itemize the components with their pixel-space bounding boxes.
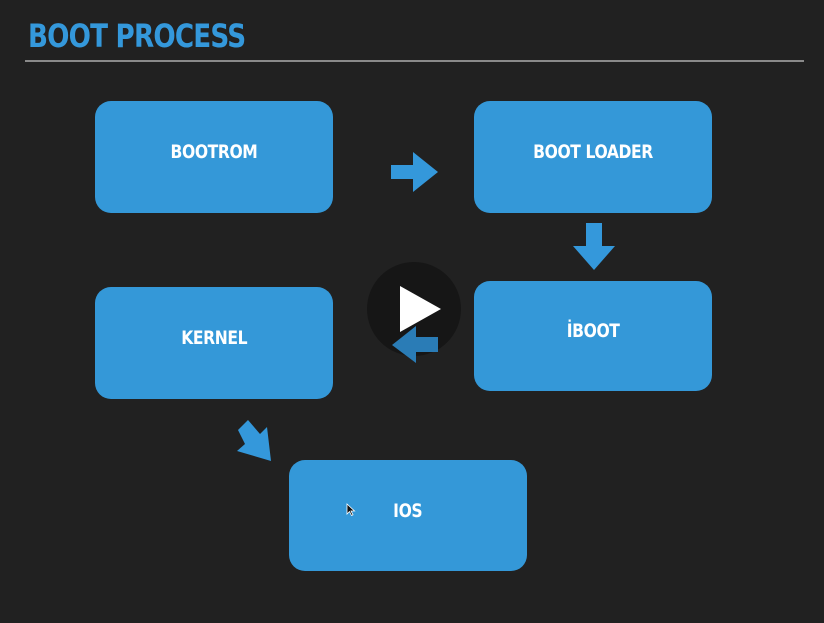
step-label-iboot: İBOOT bbox=[566, 320, 620, 342]
play-icon bbox=[400, 286, 441, 332]
arrow-down-icon bbox=[573, 223, 615, 270]
step-label-ios: IOS bbox=[393, 499, 423, 522]
step-box-kernel: KERNEL bbox=[95, 287, 333, 399]
title-divider bbox=[25, 60, 804, 62]
arrow-down-right-icon bbox=[237, 420, 271, 461]
step-label-kernel: KERNEL bbox=[181, 327, 247, 349]
step-box-ios: IOS bbox=[289, 460, 527, 571]
step-label-boot-loader: BOOT LOADER bbox=[533, 141, 653, 163]
step-label-bootrom: BOOTROM bbox=[170, 141, 258, 163]
arrow-right-icon bbox=[391, 152, 438, 192]
arrow-left-icon bbox=[392, 326, 438, 363]
step-box-bootrom: BOOTROM bbox=[95, 101, 333, 213]
step-box-iboot: İBOOT bbox=[474, 281, 712, 391]
step-box-boot-loader: BOOT LOADER bbox=[474, 101, 712, 213]
slide-title: BOOT PROCESS bbox=[28, 17, 246, 55]
mouse-cursor-icon bbox=[346, 503, 356, 517]
